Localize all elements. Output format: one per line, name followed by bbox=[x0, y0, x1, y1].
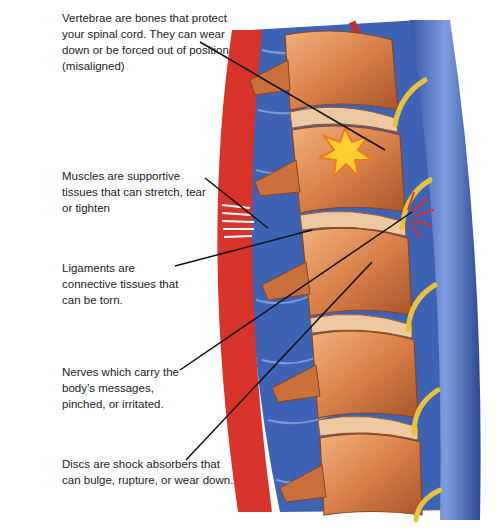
nerves bbox=[395, 80, 440, 520]
callout-text: Discs are shock absorbers that can bulge… bbox=[62, 456, 237, 488]
callout-text: Ligaments are connective tissues that ca… bbox=[62, 260, 182, 308]
muscle-tear bbox=[222, 205, 254, 237]
muscle-band bbox=[217, 30, 272, 512]
leader-lines bbox=[175, 42, 412, 460]
callout-text: Nerves which carry the body’s messages, … bbox=[62, 364, 192, 412]
callout-text: Muscles are supportive tissues that can … bbox=[62, 168, 212, 216]
spinous-processes bbox=[250, 60, 326, 502]
nerve-irritation bbox=[408, 192, 434, 238]
callout-text: Vertebrae are bones that protect your sp… bbox=[62, 10, 237, 74]
injury-burst bbox=[320, 128, 372, 176]
